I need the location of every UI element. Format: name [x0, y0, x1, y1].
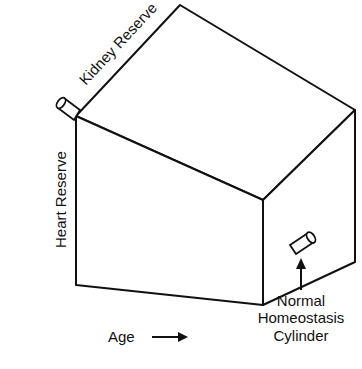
front-face	[76, 116, 263, 305]
age-arrow	[152, 332, 188, 342]
axis-label: Age	[108, 328, 135, 345]
pointer-arrow	[296, 258, 306, 290]
cylinder-left	[55, 96, 80, 120]
axis-label: Heart Reserve	[51, 152, 68, 249]
right-face	[263, 110, 355, 305]
cylinder-right	[290, 231, 317, 254]
callout-label: Normal Homeostasis Cylinder	[251, 292, 351, 344]
